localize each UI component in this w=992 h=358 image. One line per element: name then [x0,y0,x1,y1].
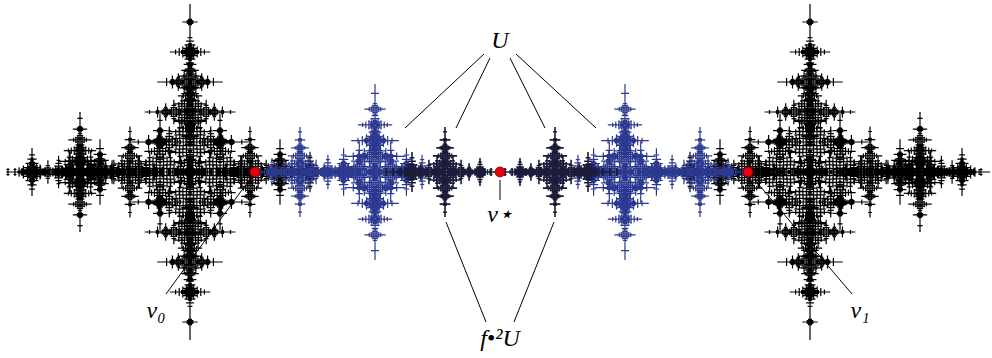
math-label: U [489,27,510,53]
leader-line [446,222,486,322]
fractal-branches [6,4,990,340]
marked-point [250,167,260,177]
leader-line [166,179,250,294]
marked-point [495,167,505,177]
leader-line [456,58,490,128]
marked-point [743,167,753,177]
leader-line [500,180,501,200]
leader-line [405,54,484,128]
math-label: ν₀ [145,297,168,323]
leader-line [516,54,596,128]
fractal-branches [252,84,750,260]
math-label: ν₁ [849,297,872,323]
math-label: f•²U [478,325,522,351]
math-label: ν⋆ [485,201,515,227]
leader-line [514,222,554,322]
leader-line [510,58,545,128]
leader-line [754,179,852,294]
